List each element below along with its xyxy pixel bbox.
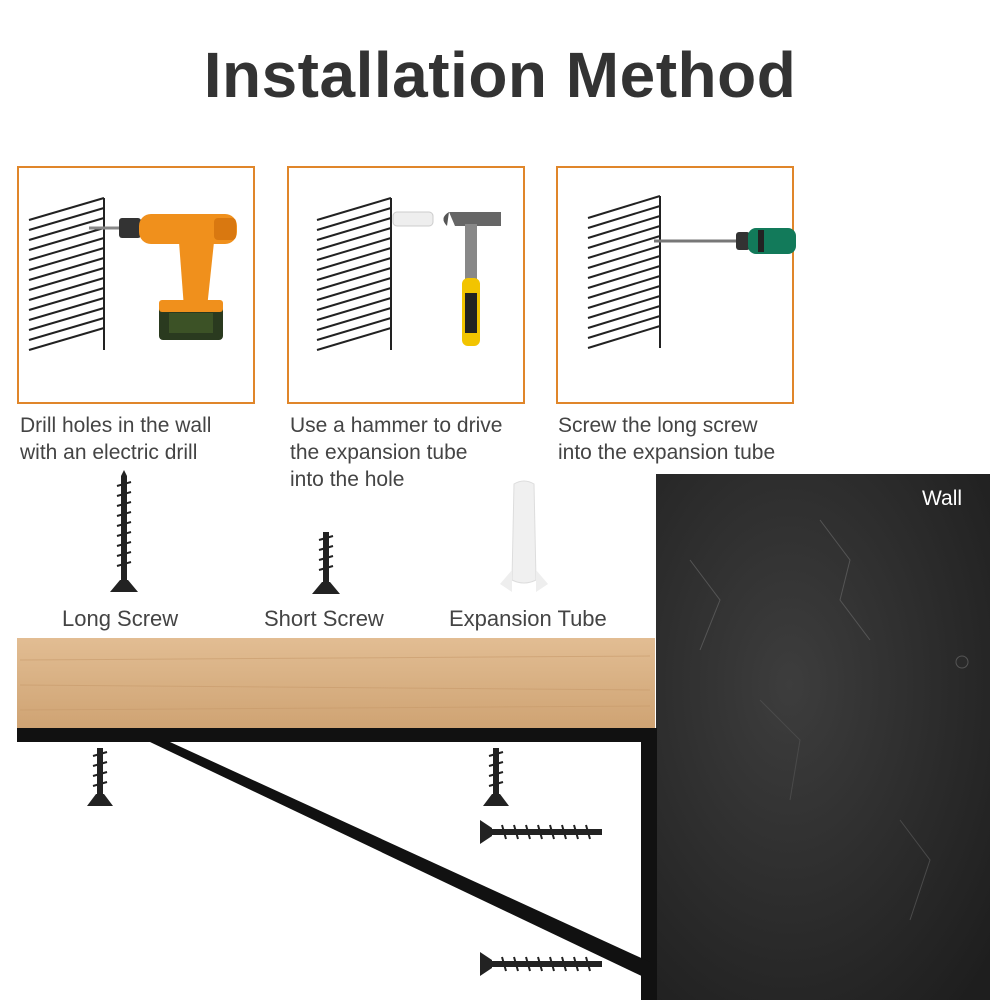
shelf-bracket — [17, 728, 657, 1000]
short-screw-icon — [87, 748, 113, 806]
page-title: Installation Method — [203, 39, 797, 111]
step-3-text: Screw the long screw into the expansion … — [558, 414, 776, 464]
expansion-tube-icon — [392, 211, 434, 227]
long-screw-label: Long Screw — [62, 606, 179, 631]
wooden-shelf — [17, 638, 655, 728]
wall-hatch-icon — [316, 197, 392, 351]
concrete-wall — [656, 474, 990, 1000]
short-screw-icon — [483, 748, 509, 806]
step-3-panel — [556, 166, 796, 404]
wall-hatch-icon — [587, 195, 661, 349]
screwdriver-icon — [654, 228, 796, 254]
long-screw-icon — [110, 470, 138, 592]
step-1-panel — [17, 166, 255, 404]
long-screw-horizontal-icon — [480, 952, 602, 976]
step-2-panel — [287, 166, 525, 404]
electric-drill-icon — [89, 214, 237, 340]
expansion-tube-part-icon — [500, 480, 548, 592]
step-1-text: Drill holes in the wall with an electric… — [20, 414, 212, 464]
wall-label: Wall — [922, 487, 963, 510]
short-screw-icon — [312, 532, 340, 594]
expansion-tube-label: Expansion Tube — [449, 606, 607, 631]
wall-hatch-icon — [28, 197, 105, 351]
step-2-text: Use a hammer to drive the expansion tube… — [290, 414, 503, 491]
short-screw-label: Short Screw — [264, 606, 384, 631]
long-screw-horizontal-icon — [480, 820, 602, 844]
hammer-icon — [443, 212, 501, 346]
